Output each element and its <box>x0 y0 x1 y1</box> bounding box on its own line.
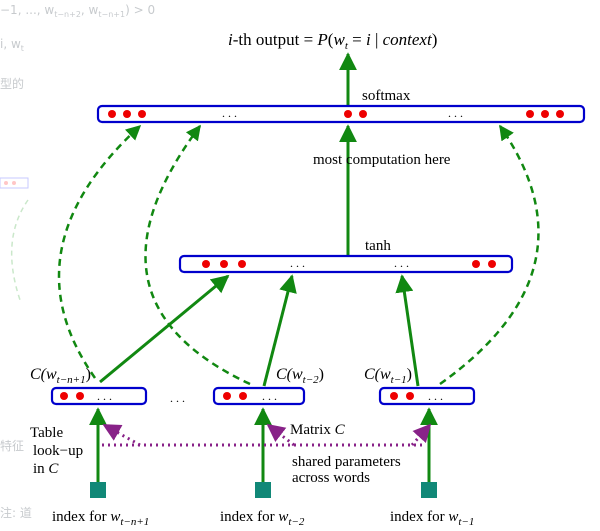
tanh-unit <box>472 260 480 268</box>
skip-arrow-emb1-to-softmax <box>57 124 142 379</box>
softmax-dots: . . . <box>448 106 463 120</box>
embedding-layer-3: . . . <box>378 386 476 406</box>
arrow-emb3-to-tanh <box>395 274 420 387</box>
embedding-label-3: C(wt−1) <box>364 366 412 386</box>
softmax-layer-box <box>96 104 586 124</box>
bg-fragment-bottom-left: 注: 道 <box>0 505 32 520</box>
bg-fragment-left-1: i, wt <box>0 37 24 53</box>
tanh-dots: . . . <box>394 256 409 270</box>
skip-arrow-emb3-to-softmax <box>439 124 540 386</box>
bg-fragment-dot <box>12 181 16 185</box>
input-label-2: index for wt−2 <box>220 509 305 528</box>
tanh-layer: . . . . . . <box>178 254 514 274</box>
index-box-1 <box>90 482 106 498</box>
shared-arrow-1 <box>102 423 141 447</box>
shared-parameters-label-line1: shared parameters <box>292 454 401 470</box>
embedding-unit <box>223 392 231 400</box>
bg-fragment-top-left: −1, ..., wt−n+2, wt−n+1) > 0 <box>0 3 155 19</box>
background-fragments: −1, ..., wt−n+2, wt−n+1) > 0 i, wt 型的 特征… <box>0 3 155 520</box>
tanh-label: tanh <box>365 238 391 254</box>
softmax-layer: . . . . . . <box>96 104 586 124</box>
table-lookup-label-line2: look−up <box>33 443 83 459</box>
arrow-emb2-to-tanh <box>262 274 297 387</box>
most-computation-label: most computation here <box>313 152 451 168</box>
input-label-1: index for wt−n+1 <box>52 509 149 528</box>
embedding-box-2 <box>212 386 306 406</box>
bg-fragment-left-2: 型的 <box>0 76 24 91</box>
softmax-unit <box>556 110 564 118</box>
bg-fragment-curve <box>10 199 29 301</box>
embedding-layer-1: . . . <box>50 386 148 406</box>
softmax-unit <box>108 110 116 118</box>
shared-arrow-3 <box>410 423 432 447</box>
embedding-label-1: C(wt−n+1) <box>30 366 91 386</box>
output-title: i-th output = P(wt = i | context) <box>228 30 437 52</box>
tanh-unit <box>202 260 210 268</box>
softmax-unit <box>344 110 352 118</box>
skip-arrow-emb2-to-softmax <box>144 124 251 386</box>
softmax-label: softmax <box>362 88 411 104</box>
bg-fragment-dot <box>4 181 8 185</box>
embedding-box-1 <box>50 386 148 406</box>
index-box-2 <box>255 482 271 498</box>
softmax-unit <box>526 110 534 118</box>
softmax-unit <box>359 110 367 118</box>
tanh-dots: . . . <box>290 256 305 270</box>
tanh-unit <box>220 260 228 268</box>
matrix-c-label: Matrix C <box>290 422 346 438</box>
softmax-unit <box>123 110 131 118</box>
table-lookup-label-line1: Table <box>30 425 63 441</box>
bg-fragment-left-3: 特征 <box>0 438 24 453</box>
embedding-label-2: C(wt−2) <box>276 366 324 386</box>
embedding-unit <box>60 392 68 400</box>
embedding-layer-2: . . . <box>212 386 306 406</box>
shared-parameters-label-line2: across words <box>292 470 370 486</box>
input-label-3: index for wt−1 <box>390 509 474 528</box>
embedding-dots: . . . <box>262 389 277 403</box>
embedding-unit <box>406 392 414 400</box>
bg-fragment-box <box>0 177 29 189</box>
arrow-emb1-to-tanh <box>99 274 230 384</box>
tanh-unit <box>238 260 246 268</box>
embedding-dots: . . . <box>428 389 443 403</box>
softmax-unit <box>138 110 146 118</box>
embedding-unit <box>390 392 398 400</box>
table-lookup-label-line3: in C <box>33 461 59 477</box>
embedding-unit <box>239 392 247 400</box>
embedding-box-3 <box>378 386 476 406</box>
tanh-unit <box>488 260 496 268</box>
embedding-dots: . . . <box>97 389 112 403</box>
softmax-dots: . . . <box>222 106 237 120</box>
embedding-unit <box>76 392 84 400</box>
between-embeddings-dots: . . . <box>170 391 185 405</box>
tanh-layer-box <box>178 254 514 274</box>
index-box-3 <box>421 482 437 498</box>
softmax-unit <box>541 110 549 118</box>
